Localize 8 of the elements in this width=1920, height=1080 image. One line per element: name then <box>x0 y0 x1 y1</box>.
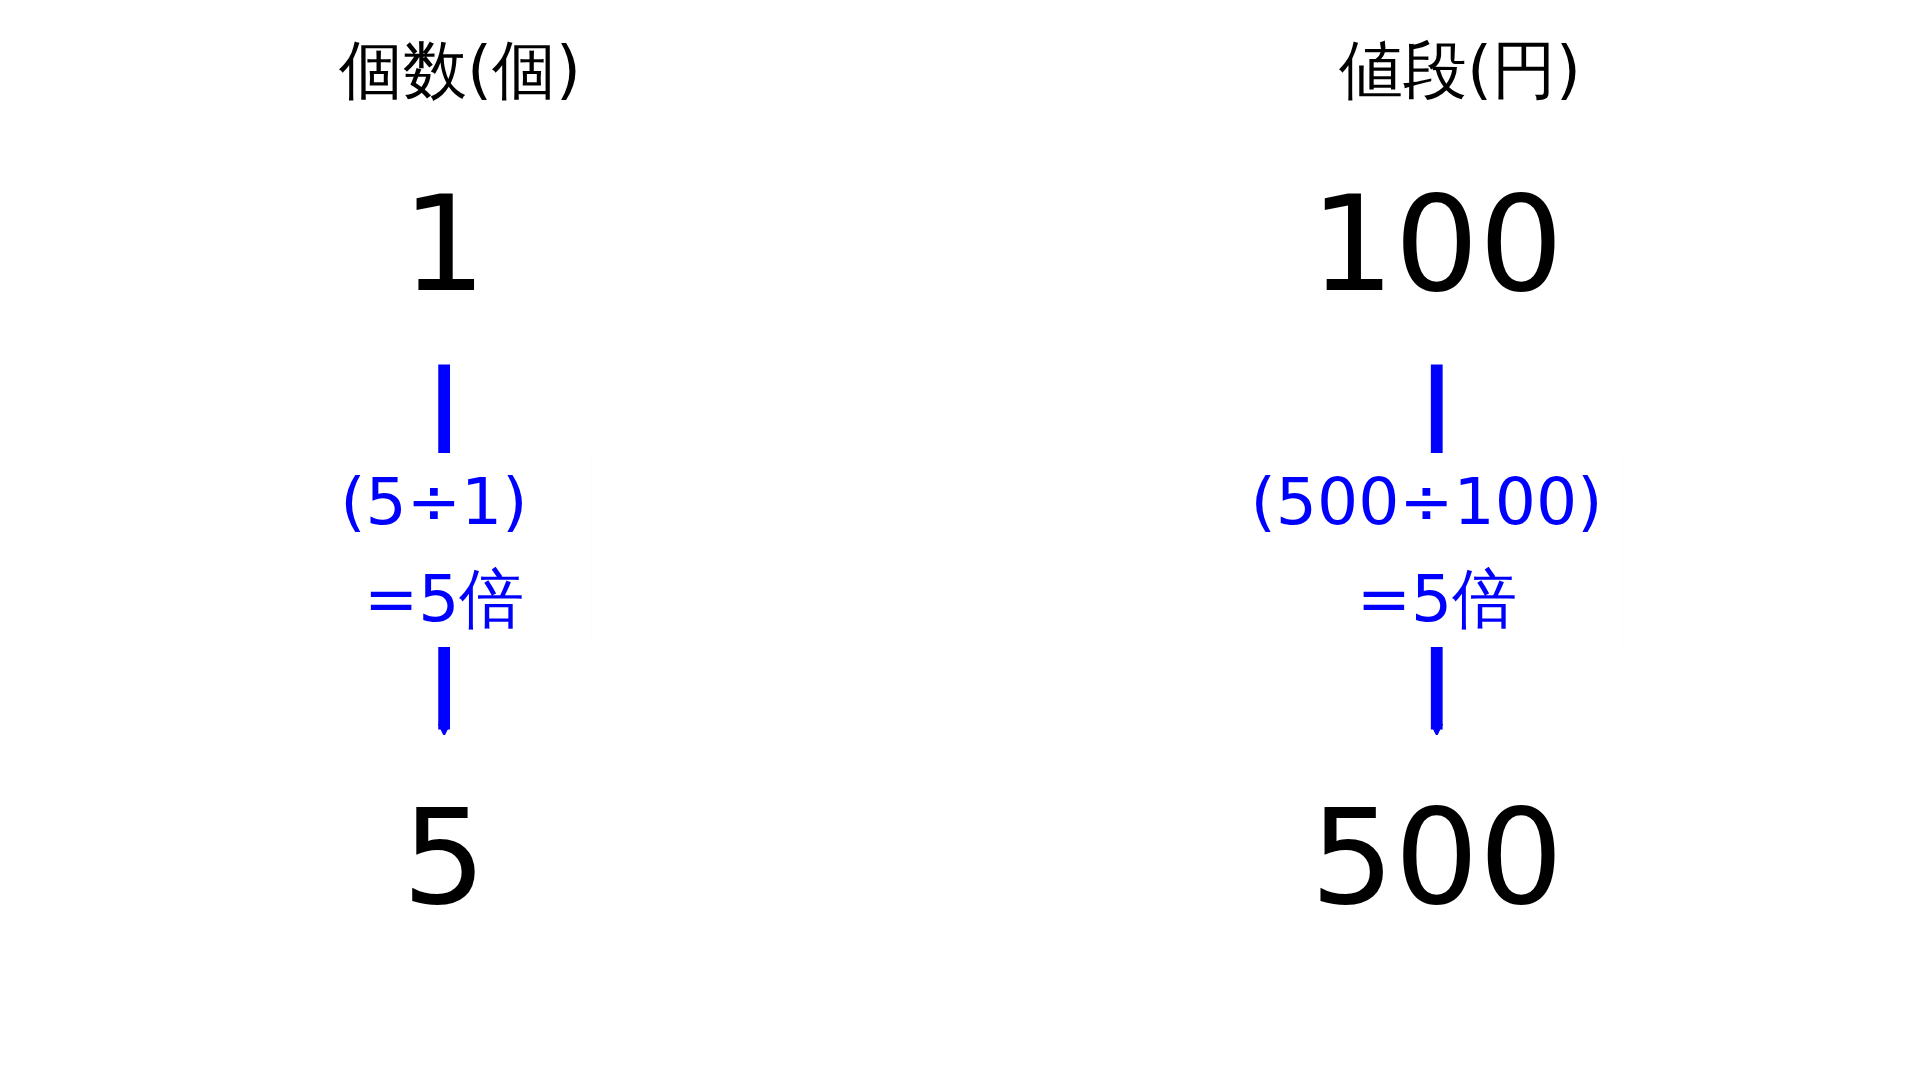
node-text: 5 <box>402 779 487 935</box>
column-heading: 値段(円) <box>1338 32 1582 109</box>
node-text: 500 <box>1310 779 1564 935</box>
node-text: 100 <box>1310 165 1564 321</box>
node-text: 1 <box>402 165 487 321</box>
column-heading: 個数(個) <box>338 32 582 109</box>
edge-label: (500÷100) =5倍 <box>1250 463 1603 636</box>
edge-label: (5÷1) =5倍 <box>340 463 528 636</box>
